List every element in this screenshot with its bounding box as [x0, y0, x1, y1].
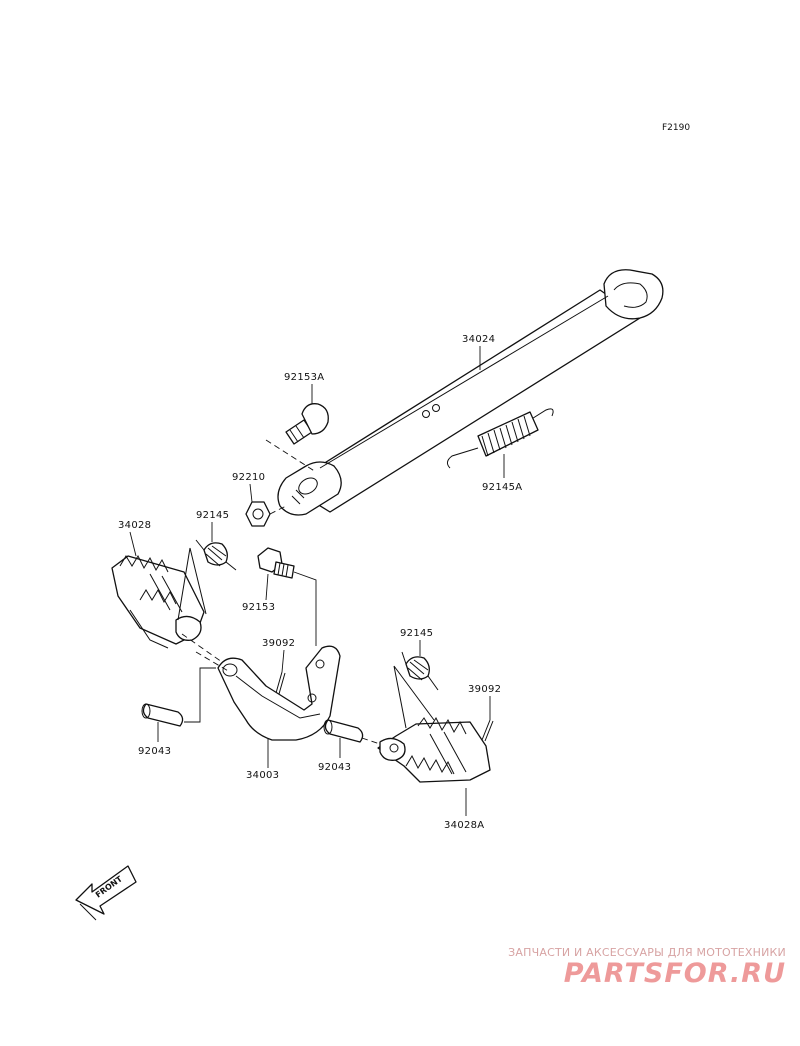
footpeg-34028a: [377, 716, 491, 783]
label-92210: 92210: [232, 472, 265, 483]
label-92043-right: 92043: [318, 762, 351, 773]
label-34028a: 34028A: [444, 820, 484, 831]
watermark-logo: PARTSFOR.RU: [563, 958, 786, 989]
label-34028: 34028: [118, 520, 151, 531]
label-34003: 34003: [246, 770, 279, 781]
label-92153a: 92153A: [284, 372, 324, 383]
pin-92043-left: [141, 703, 184, 727]
figure-ref: F2190: [662, 123, 690, 133]
label-92145a: 92145A: [482, 482, 522, 493]
bolt-92153a: [285, 403, 329, 445]
label-39092-right: 39092: [468, 684, 501, 695]
label-92145-left: 92145: [196, 510, 229, 521]
label-92153: 92153: [242, 602, 275, 613]
side-stand: [277, 269, 664, 516]
nut-92210: [245, 501, 271, 527]
spring-92145a: [446, 408, 554, 469]
spring-92145-left: [195, 539, 237, 571]
label-34024: 34024: [462, 334, 495, 345]
front-arrow-icon: FRONT: [75, 865, 137, 921]
label-39092-left: 39092: [262, 638, 295, 649]
bracket-34003: [217, 645, 341, 741]
spring-92145-right: [401, 651, 439, 691]
watermark: ЗАПЧАСТИ И АКСЕССУАРЫ ДЛЯ МОТОТЕХНИКИ PA…: [486, 946, 786, 989]
watermark-tagline: ЗАПЧАСТИ И АКСЕССУАРЫ ДЛЯ МОТОТЕХНИКИ: [508, 946, 786, 959]
footpeg-34028: [111, 554, 205, 649]
cotter-39092-right: [481, 719, 494, 742]
label-92043-left: 92043: [138, 746, 171, 757]
bolt-92153: [257, 547, 295, 579]
label-92145-right: 92145: [400, 628, 433, 639]
pin-92043-right: [323, 719, 364, 743]
